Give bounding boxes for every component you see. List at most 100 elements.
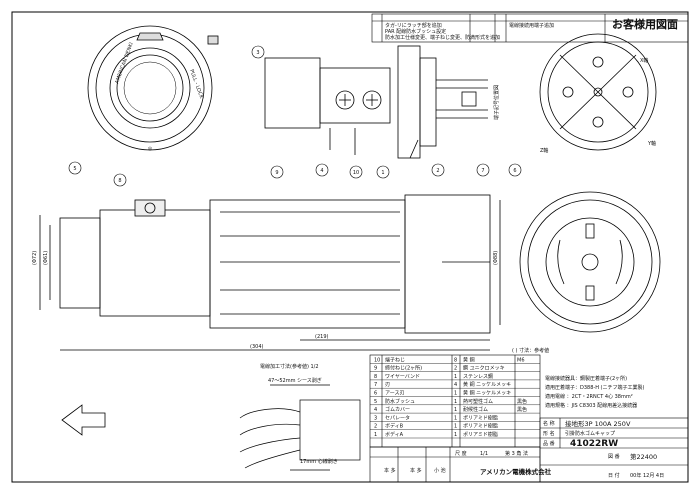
parts-cell-no: 5 <box>374 399 377 405</box>
parts-cell-name: ワイヤーバンド <box>385 374 420 380</box>
callout-10: 10 <box>353 170 359 176</box>
rev-3: 防水加工仕様変更、端子ねじ変更、防滴形式を追加 <box>385 34 500 41</box>
parts-cell-qty: 1 <box>454 424 457 430</box>
tb-scale-label: 尺 度 <box>455 450 467 457</box>
parts-cell-note: 黒色 <box>517 406 527 413</box>
cable-detail <box>239 384 361 471</box>
callout-1: 1 <box>381 170 384 176</box>
drawing-title: お客様用図面 <box>612 17 678 31</box>
front-view-ring <box>87 25 219 151</box>
parts-cell-qty: 1 <box>454 415 457 421</box>
tb-company: アメリカン電機株式会社 <box>480 467 552 476</box>
tb-approver-3: 小 池 <box>434 467 446 474</box>
parts-cell-name: アース刃 <box>385 391 404 397</box>
parts-cell-name: 防水ブッシュ <box>385 398 415 405</box>
parts-cell-qty: 4 <box>454 382 457 388</box>
tb-scale: 1/1 <box>480 451 488 457</box>
tb-drawing-label: 図 番 <box>608 453 620 460</box>
parts-cell-mat: 熱可塑性ゴム <box>463 398 493 405</box>
parts-cell-mat: ポリアミド樹脂 <box>463 423 498 430</box>
ring-text-american: AMERICAN DENKI <box>114 42 135 85</box>
spec-line: 適用電線 ：2CT・2RNCT 4心 38mm² <box>545 393 633 400</box>
tb-model: 引掛防水ゴムキャップ <box>565 430 615 437</box>
spec-line: 適用規格 ：JIS C8303 配線用差込接続器 <box>545 402 637 409</box>
parts-cell-name: ボディB <box>385 423 404 430</box>
parts-cell-mat: 黄 銅 ニッケルメッキ <box>463 381 511 388</box>
parts-cell-qty: 1 <box>454 374 457 380</box>
parts-cell-name: ボディA <box>385 431 404 438</box>
dim-72: (Φ72) <box>32 251 38 265</box>
rev-1: タガ-リにラッチ部を追加 <box>385 22 442 29</box>
callout-7: 7 <box>481 168 484 174</box>
tb-model-label: 形 名 <box>543 430 555 437</box>
tb-date: 00年 12月 4日 <box>630 472 664 479</box>
plug-face-top <box>539 33 657 151</box>
parts-cell-mat: ポリアミド樹脂 <box>463 414 498 421</box>
parts-cell-qty: 2 <box>454 366 457 372</box>
title-block <box>369 417 689 483</box>
parts-cell-no: 7 <box>374 382 377 388</box>
parts-cell-qty: 1 <box>454 407 457 413</box>
parts-cell-name: 刃 <box>385 382 390 388</box>
tb-name-label: 名 称 <box>543 420 555 427</box>
tb-date-label: 日 付 <box>608 472 620 479</box>
cable-dim1: 47～52mm シース剥ぎ <box>268 377 322 384</box>
side-callouts <box>68 161 329 187</box>
parts-cell-note: M6 <box>517 357 525 363</box>
dim-304: (304) <box>250 344 263 350</box>
parts-cell-mat: 黄 銅 ニッケルメッキ <box>463 390 511 397</box>
spec-line: 適用圧着端子：D388-H (ニチフ端子工業製) <box>545 384 644 391</box>
dim-61: (Φ61) <box>43 251 49 265</box>
tb-name: 接地形3P 100A 250V <box>565 419 631 428</box>
parts-cell-name: ゴムカバー <box>385 406 410 413</box>
parts-cell-note: 黒色 <box>517 398 527 405</box>
y-axis-label: Y軸 <box>647 140 656 147</box>
parts-cell-no: 1 <box>374 432 377 438</box>
spec-lines: 電線接続器具：鋼製圧着端子(2ヶ所) 適用圧着端子：D388-H (ニチフ端子工業… <box>545 375 644 409</box>
tb-drawing-no: 第22400 <box>630 452 657 461</box>
parts-cell-no: 8 <box>374 374 377 380</box>
parts-cell-qty: 1 <box>454 399 457 405</box>
parts-cell-no: 6 <box>374 391 377 397</box>
exploded-view <box>264 45 488 159</box>
rev2-1: 電線接続用端子追加 <box>509 22 554 29</box>
outer-frame <box>11 11 689 483</box>
plug-face-front <box>519 191 661 333</box>
parts-cell-name: 締付ねじ(2ヶ所) <box>385 365 422 372</box>
dim-219: (219) <box>315 334 328 340</box>
terminal-note: 端子記号位置図 <box>493 85 500 120</box>
ref-note: ( ) 寸法：参考値 <box>512 347 549 354</box>
parts-cell-no: 4 <box>374 407 377 413</box>
rev-2: PAR 配線防水ブッシュ設定 <box>385 28 446 35</box>
spec-line: 電線接続器具：鋼製圧着端子(2ヶ所) <box>545 375 627 382</box>
parts-cell-name: セパレータ <box>385 414 410 421</box>
direction-arrow-icon <box>61 404 106 436</box>
callout-3-top: 3 <box>256 50 259 56</box>
callout-2: 2 <box>436 168 439 174</box>
callout-5: 5 <box>73 166 76 172</box>
parts-cell-qty: 8 <box>454 357 457 363</box>
parts-cell-qty: 1 <box>454 391 457 397</box>
parts-cell-mat: ステンレス鋼 <box>463 373 493 380</box>
ring-label-mark: ◎ <box>148 146 153 152</box>
tb-part-label: 品 番 <box>543 440 555 447</box>
parts-cell-mat: 黄 銅 <box>463 356 475 363</box>
revision-table <box>371 13 689 43</box>
tb-part: 41022RW <box>570 439 618 449</box>
callout-6: 6 <box>513 168 516 174</box>
callout-9: 9 <box>275 170 278 176</box>
parts-cell-no: 10 <box>374 357 380 363</box>
main-side-view <box>39 194 501 351</box>
callout-4: 4 <box>320 168 323 174</box>
cable-dim2: 17mm 心線剥き <box>300 458 338 465</box>
parts-cell-no: 3 <box>374 415 377 421</box>
parts-cell-name: 端子ねじ <box>385 356 405 363</box>
z-axis-label: Z軸 <box>540 147 548 154</box>
dim-88: (Φ88) <box>493 251 499 265</box>
tb-approver-1: 本 多 <box>384 467 396 474</box>
top-callouts <box>251 45 522 179</box>
callout-8: 8 <box>118 178 121 184</box>
